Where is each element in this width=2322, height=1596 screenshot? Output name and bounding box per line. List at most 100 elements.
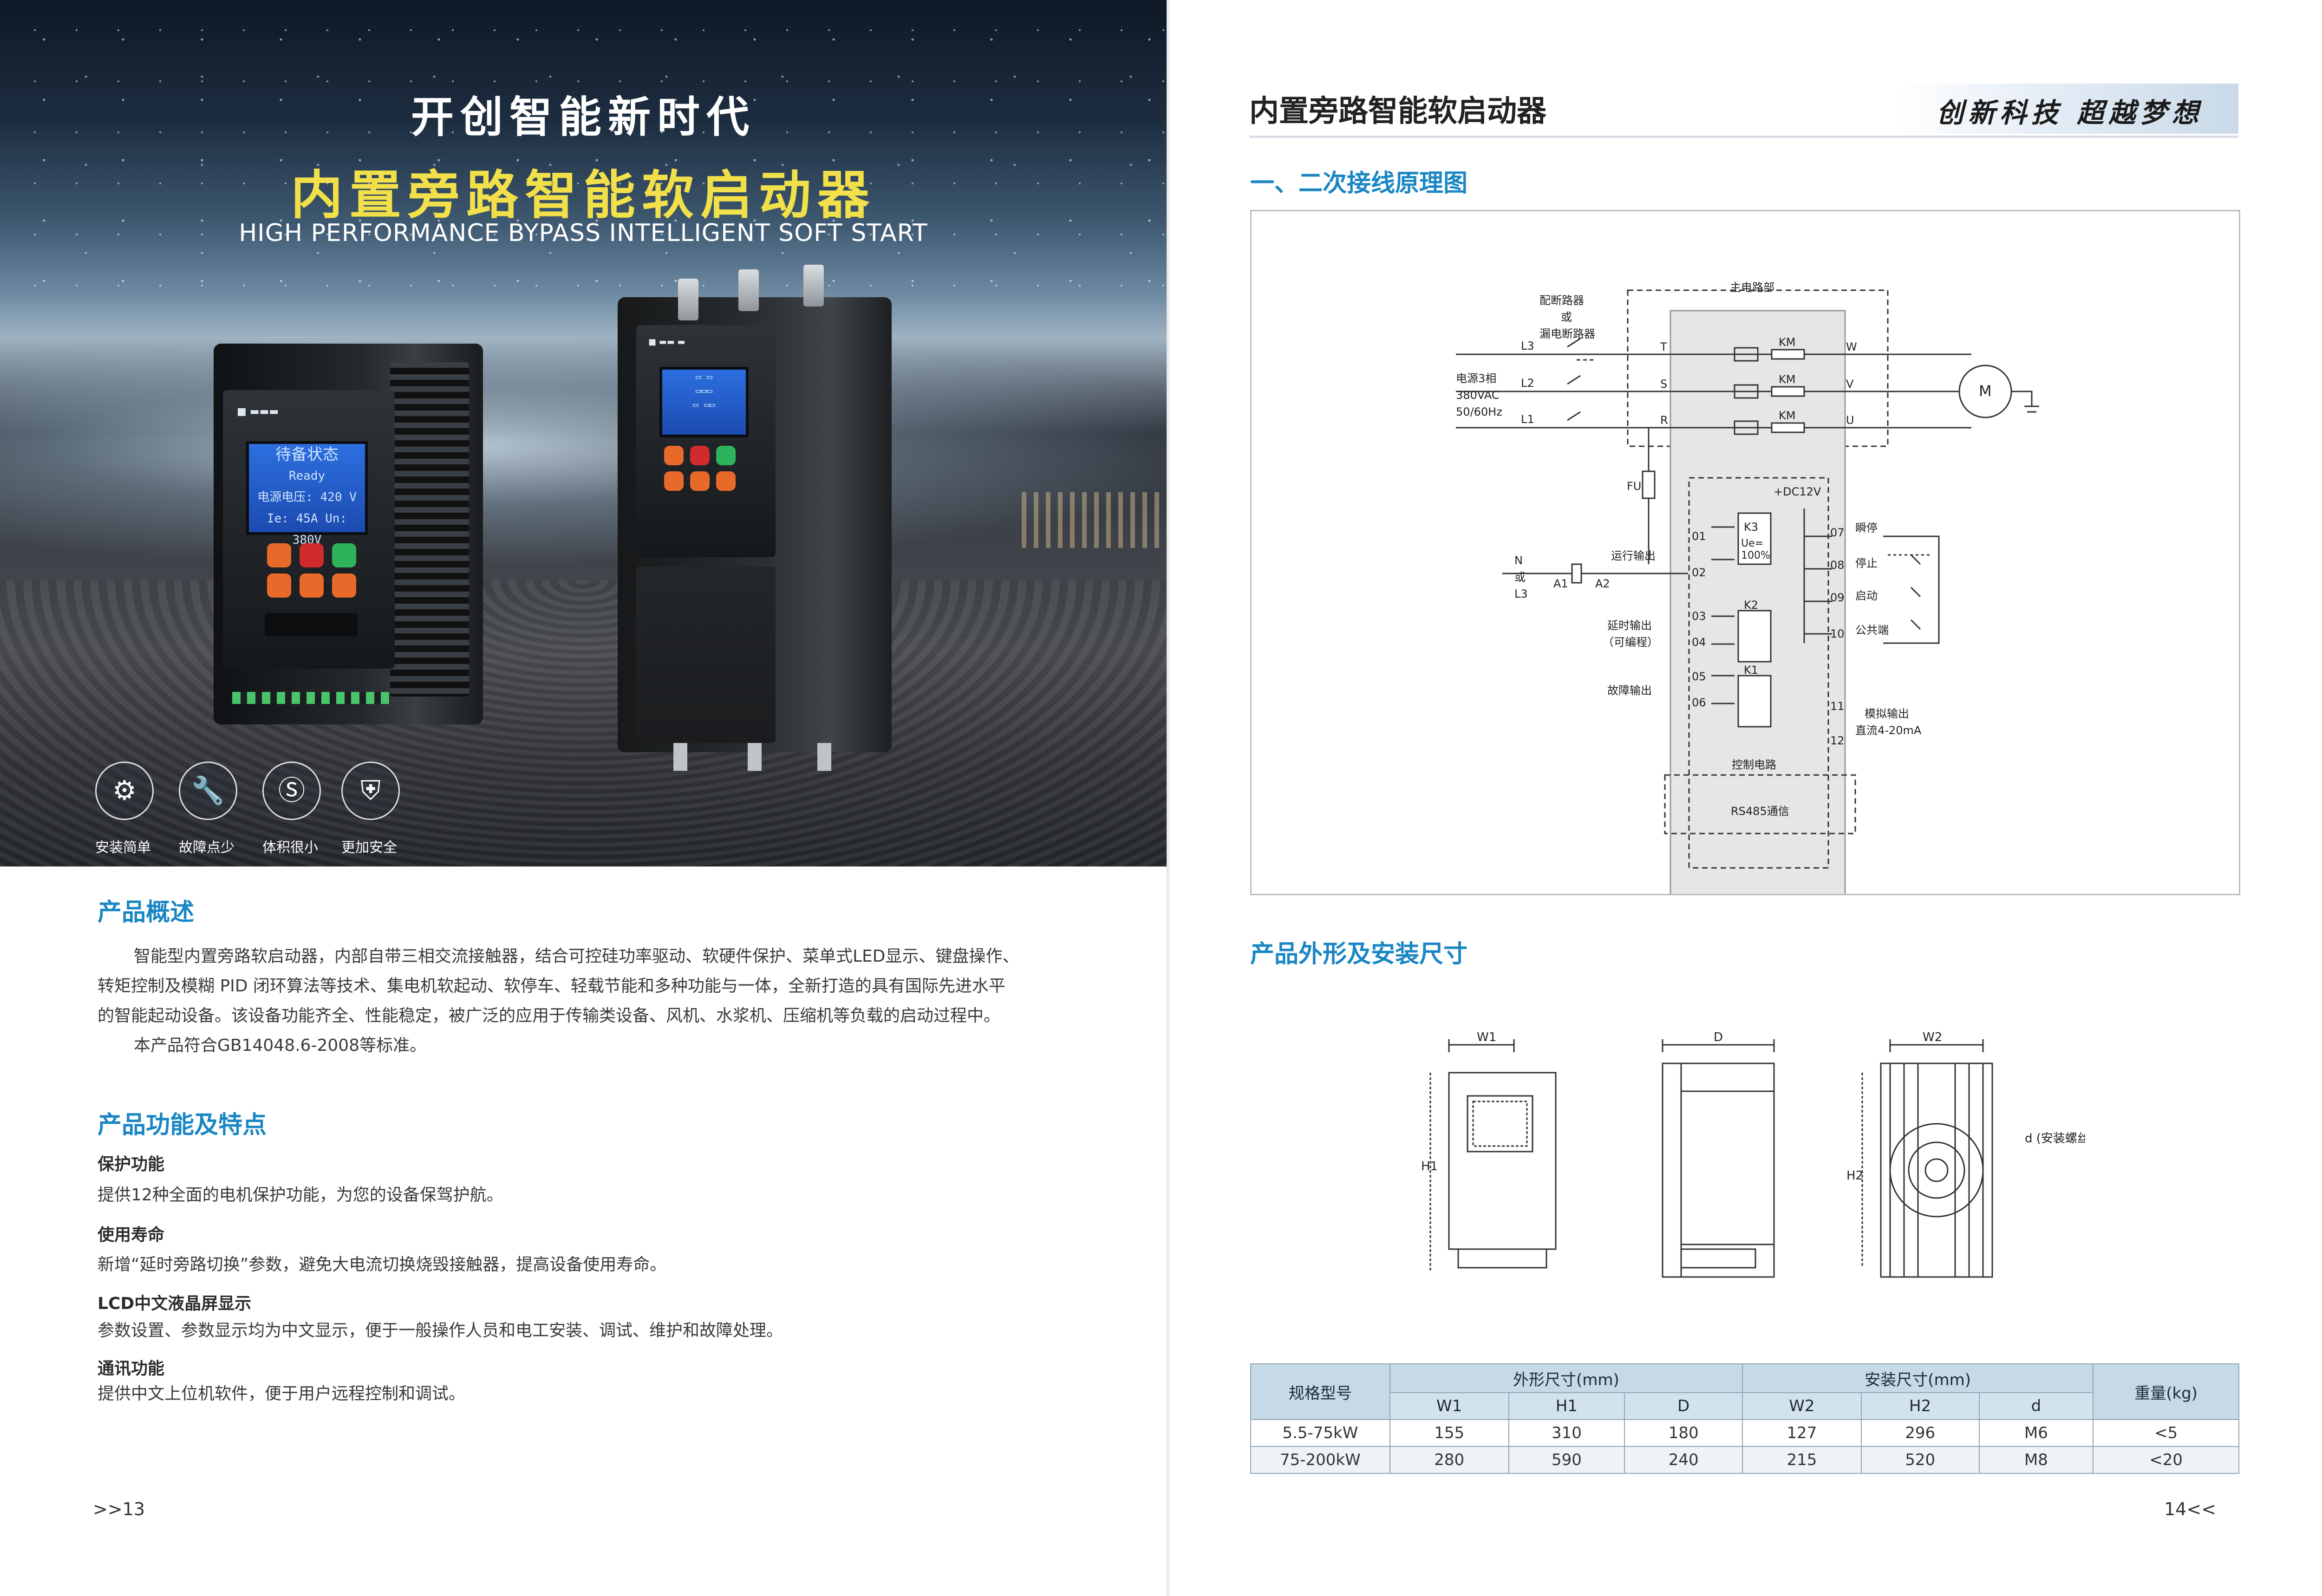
svg-text:瞬停: 瞬停 xyxy=(1855,521,1878,534)
device-button xyxy=(664,471,684,491)
dim-h1: H1 xyxy=(1421,1160,1438,1173)
terminal-strip xyxy=(232,692,390,704)
svg-text:04: 04 xyxy=(1692,636,1706,649)
svg-text:10: 10 xyxy=(1830,627,1845,640)
svg-text:FU: FU xyxy=(1627,480,1641,493)
terminal-lug xyxy=(748,743,762,771)
wiring-diagram: 主电路部 配断路器 或 漏电断路器 电源3相 380VAC 50/60Hz L3… xyxy=(1456,281,2039,911)
subheader-d-screw: d xyxy=(1978,1392,2094,1420)
side-view xyxy=(1662,1039,1775,1278)
svg-text:RS485通信: RS485通信 xyxy=(1731,805,1789,818)
svg-text:运行输出: 运行输出 xyxy=(1611,549,1656,562)
starfield-background xyxy=(0,0,1167,325)
svg-text:V: V xyxy=(1846,378,1854,391)
device-button xyxy=(300,573,324,598)
svg-text:配断路器: 配断路器 xyxy=(1539,294,1584,307)
overview-heading: 产品概述 xyxy=(98,899,195,926)
svg-text:N: N xyxy=(1514,554,1523,567)
table-cell: <5 xyxy=(2093,1419,2239,1447)
device-button xyxy=(664,446,684,465)
feature-badge-install: ⚙ xyxy=(95,762,154,820)
svg-text:K3: K3 xyxy=(1744,521,1758,534)
device-button xyxy=(300,543,324,567)
svg-text:L3: L3 xyxy=(1521,339,1534,352)
svg-text:延时输出: 延时输出 xyxy=(1607,619,1652,632)
feature-item-title: 保护功能 xyxy=(98,1155,165,1174)
svg-text:Ue=: Ue= xyxy=(1741,538,1763,549)
overview-line-1: 智能型内置旁路软启动器，内部自带三相交流接触器，结合可控硅功率驱动、软硬件保护、… xyxy=(134,947,1019,966)
s-badge-icon: Ⓢ xyxy=(278,775,305,806)
device-button xyxy=(332,543,356,567)
svg-text:W: W xyxy=(1846,340,1857,353)
main-circuit-frame xyxy=(1627,289,1889,447)
device-lcd-screen: 待备状态 Ready 电源电压: 420 V Ie: 45A Un: 380V xyxy=(246,441,368,547)
svg-text:电源3相: 电源3相 xyxy=(1456,372,1496,385)
header-weight: 重量(kg) xyxy=(2093,1363,2239,1420)
feature-item-text: 提供12种全面的电机保护功能，为您的设备保驾护航。 xyxy=(98,1186,503,1205)
svg-text:380VAC: 380VAC xyxy=(1456,389,1499,402)
lcd-line-4: Ie: 45A Un: 380V xyxy=(267,512,347,547)
heatsink-fins xyxy=(390,362,469,697)
wiring-main-circuit-label: 主电路部 xyxy=(1730,281,1774,294)
svg-text:11: 11 xyxy=(1830,700,1845,713)
device-button xyxy=(716,471,736,491)
svg-text:停止: 停止 xyxy=(1855,557,1878,570)
svg-text:01: 01 xyxy=(1692,530,1706,543)
dim-w2: W2 xyxy=(1923,1031,1942,1044)
svg-text:KM: KM xyxy=(1779,373,1795,386)
relay-k3 xyxy=(1737,512,1772,565)
device-lower-cover xyxy=(636,567,776,743)
svg-text:U: U xyxy=(1846,414,1854,427)
slogan-banner xyxy=(1899,84,2238,134)
feature-item-text: 新增“延时旁路切换”参数，避免大电流切换烧毁接触器，提高设备使用寿命。 xyxy=(98,1255,667,1274)
svg-text:06: 06 xyxy=(1692,696,1706,709)
spec-table: 规格型号 外形尺寸(mm) 安装尺寸(mm) 重量(kg) W1 H1 D W2… xyxy=(1250,1363,2239,1474)
device-button xyxy=(332,573,356,598)
wiring-heading: 一、二次接线原理图 xyxy=(1250,169,1468,197)
svg-text:或: 或 xyxy=(1514,571,1526,584)
svg-text:控制电路: 控制电路 xyxy=(1732,758,1776,771)
svg-text:08: 08 xyxy=(1830,559,1845,572)
thyristor-group xyxy=(1734,347,1759,435)
svg-text:09: 09 xyxy=(1830,591,1845,604)
svg-text:S: S xyxy=(1660,378,1667,391)
device-button xyxy=(690,471,710,491)
device-button xyxy=(267,543,291,567)
hero-title-cn-1: 开创智能新时代 xyxy=(411,92,756,142)
table-row: 75-200kW 280 590 240 215 520 M8 <20 xyxy=(1250,1446,2239,1474)
dim-d-install: d (安装螺丝) xyxy=(2025,1132,2085,1146)
feature-item-title: LCD中文液晶屏显示 xyxy=(98,1294,252,1313)
device-button xyxy=(267,573,291,598)
rs485-frame xyxy=(1664,774,1856,834)
feature-badge-safe: ⛨ xyxy=(341,762,400,820)
page-number-left: >>13 xyxy=(93,1499,145,1519)
table-cell: 215 xyxy=(1742,1446,1862,1474)
dimension-drawings: W1 H1 D W2 H2 d (安装螺丝) xyxy=(1421,1031,2085,1278)
svg-text:T: T xyxy=(1660,340,1667,353)
wiring-diagram-frame: 主电路部 配断路器 或 漏电断路器 电源3相 380VAC 50/60Hz L3… xyxy=(1250,210,2240,911)
table-cell: M6 xyxy=(1978,1419,2094,1447)
table-cell: 180 xyxy=(1624,1419,1743,1447)
subheader-h1: H1 xyxy=(1508,1392,1625,1420)
relay-k2 xyxy=(1737,610,1772,663)
wrench-icon: 🔧 xyxy=(191,775,225,806)
lcd-line-1: 待备状态 xyxy=(275,445,339,464)
device-lcd-screen: ▭ ▭▭▭▭▭ ▭▭ xyxy=(659,367,749,437)
dimension-heading: 产品外形及安装尺寸 xyxy=(1250,940,1468,968)
svg-text:M: M xyxy=(1979,382,1992,400)
device-slot xyxy=(265,613,358,636)
gears-icon: ⚙ xyxy=(112,775,137,806)
table-cell: 310 xyxy=(1508,1419,1625,1447)
feature-label: 更加安全 xyxy=(341,840,397,856)
table-cell: 240 xyxy=(1624,1446,1743,1474)
page-fold xyxy=(1167,0,1170,1596)
slogan-text: 创新科技 超越梦想 xyxy=(1937,97,2204,129)
soft-starter-small: ■ ▬▬▬ 待备状态 Ready 电源电压: 420 V Ie: 45A Un:… xyxy=(214,344,483,724)
terminal-lug xyxy=(673,743,687,771)
svg-text:07: 07 xyxy=(1830,526,1845,539)
features-heading: 产品功能及特点 xyxy=(98,1111,267,1139)
table-cell: <20 xyxy=(2093,1446,2239,1474)
feature-badge-size: Ⓢ xyxy=(262,762,321,820)
subheader-w2: W2 xyxy=(1742,1392,1862,1420)
svg-text:+DC12V: +DC12V xyxy=(1774,485,1821,498)
